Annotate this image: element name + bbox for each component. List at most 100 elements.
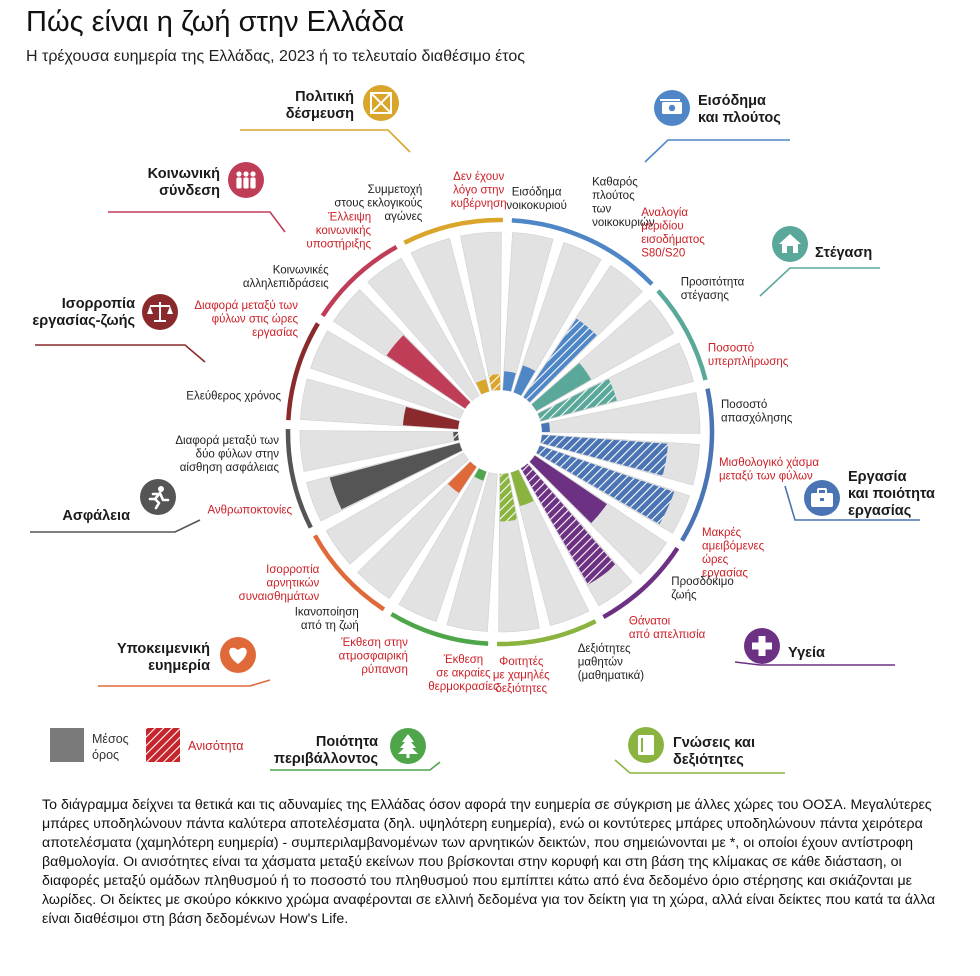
tree-icon [390,728,426,764]
dimension-ring-arc [680,388,715,542]
legend-label-inequality: Ανισότητα [188,739,244,753]
indicator-bar [529,455,607,524]
bar-background [310,330,465,419]
indicator-bar [541,422,550,432]
money-icon [654,90,690,126]
dimension-leader-line [759,267,880,297]
dimension-ring-arc [390,612,489,646]
bar-background [460,231,502,392]
bar-background [398,467,487,622]
dimension-leader-line [644,139,790,163]
chart-center [460,392,540,472]
indicator-bar [488,374,500,391]
bar-background [446,472,498,632]
indicator-bar [447,461,477,494]
dimension-leader-line [240,129,411,153]
health-cross-icon [744,628,780,664]
briefcase-icon [804,480,840,516]
dimension-ring-arc [656,289,708,381]
scales-icon [142,294,178,330]
dimension-ring-arc [602,546,680,620]
dimension-leader-line [108,211,286,233]
indicator-bar [500,473,518,522]
bar-background [410,238,490,395]
indicator-bar [402,406,460,430]
indicator-bar [513,365,536,396]
bar-background [299,430,460,472]
dimension-leader-line [270,761,441,771]
dimension-ring-arc [403,217,503,245]
bar-background [513,242,602,397]
bar-background [367,257,480,401]
dimension-leader-line [35,344,206,363]
indicator-bar [329,442,463,510]
ballot-box-icon [363,85,399,121]
heart-icon [220,637,256,673]
indicator-bar [502,371,516,392]
book-icon [628,727,664,763]
indicator-bar [537,378,617,422]
indicator-bar [521,463,616,585]
indicator-bar [536,445,675,525]
indicator-label: Ελεύθερος χρόνος [186,390,281,402]
indicator-bar [540,434,668,476]
bar-background [510,469,590,626]
indicator-bar [453,432,459,441]
dimension-leader-line [30,519,201,533]
bar-background [357,461,478,599]
legend-swatch-inequality [146,728,180,762]
chart-caption: Το διάγραμμα δείχνει τα θετικά και τις α… [42,797,936,927]
bar-background [325,452,469,565]
bar-background [502,232,554,392]
indicator-label: Ανθρωποκτονίες [207,505,292,517]
dimension-title: Στέγαση [815,245,872,261]
dimension-leader-line [614,759,785,774]
people-icon [228,162,264,198]
indicator-bar [510,469,534,507]
dimension-ring-arc [312,534,386,612]
running-person-icon [140,479,176,515]
dimension-leader-line [98,679,271,687]
indicator-bar [386,335,471,409]
page-title: Πώς είναι η ζωή στην Ελλάδα [26,6,405,38]
dimension-ring-arc [497,619,597,647]
dimension-title: Ασφάλεια [62,508,130,524]
bar-background [540,392,701,434]
indicator-bar [476,379,490,395]
indicator-bar [474,468,487,481]
indicator-bar [531,362,592,411]
house-icon [772,226,808,262]
indicator-bar [523,318,597,403]
dimension-ring-arc [320,244,398,318]
page-subtitle: Η τρέχουσα ευημερία της Ελλάδας, 2023 ή … [26,48,526,65]
